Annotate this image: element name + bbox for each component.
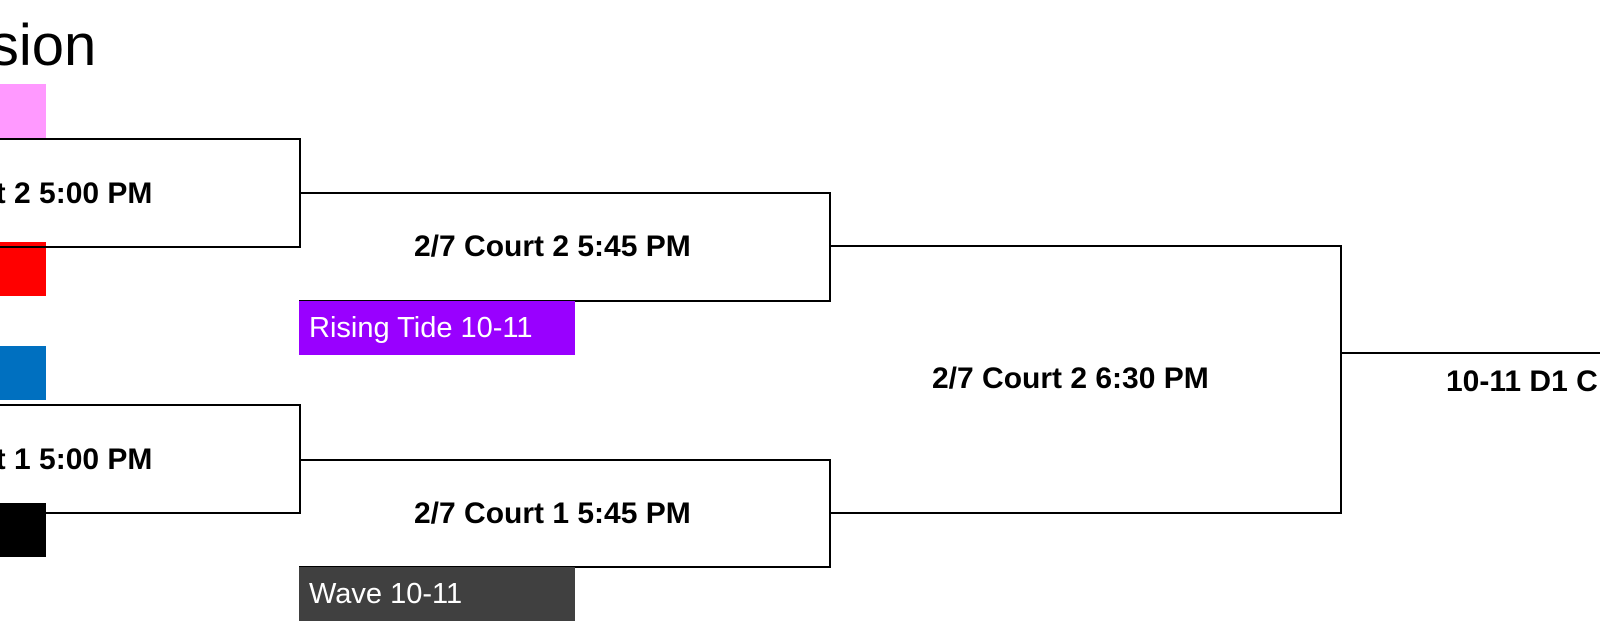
team-swatch-red <box>0 242 46 296</box>
connector-r3-upper <box>831 245 1342 247</box>
game-label-round1-court2: rt 2 5:00 PM <box>0 177 153 210</box>
team-swatch-blue <box>0 346 46 400</box>
connector-r3-right <box>1340 245 1342 514</box>
game-label-round2-court2: 2/7 Court 2 5:45 PM <box>414 230 691 263</box>
connector-r3-lower <box>831 512 1342 514</box>
game-label-round2-court1: 2/7 Court 1 5:45 PM <box>414 497 691 530</box>
division-title: vision <box>0 13 97 78</box>
game-label-round3: 2/7 Court 2 6:30 PM <box>932 362 1209 395</box>
game-label-round1-court1: rt 1 5:00 PM <box>0 443 153 476</box>
connector-r2-bottom-upper <box>300 459 831 461</box>
game-label-final: 10-11 D1 C <box>1446 365 1598 398</box>
connector-r2-bottom-right <box>829 459 831 568</box>
connector-r2-top-upper <box>300 192 831 194</box>
team-swatch-pink <box>0 84 46 138</box>
team-label-wave: Wave 10-11 <box>299 567 575 621</box>
team-label-rising-tide: Rising Tide 10-11 <box>299 301 575 355</box>
connector-r2-top-right <box>829 192 831 302</box>
connector-final <box>1342 352 1600 354</box>
